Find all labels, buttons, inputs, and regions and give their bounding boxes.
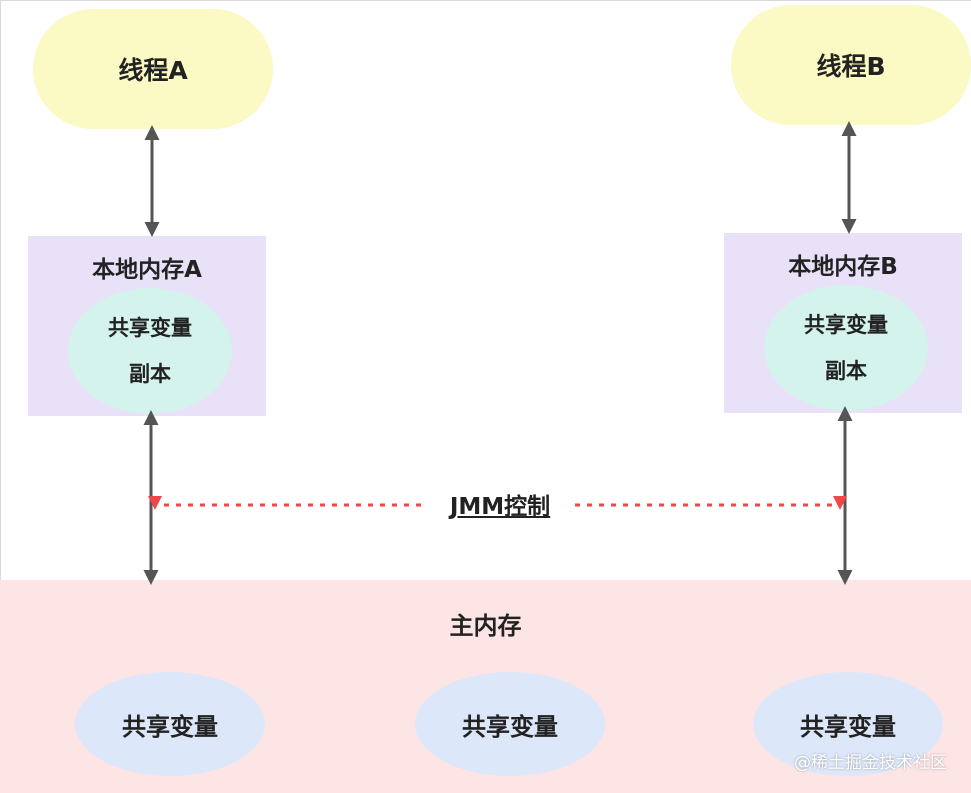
shared-variable-copy-b: 共享变量 副本 bbox=[764, 285, 928, 411]
shared-variable-2: 共享变量 bbox=[415, 672, 605, 776]
thread-a: 线程A bbox=[33, 9, 273, 129]
local-memory-a: 本地内存A 共享变量 副本 bbox=[28, 236, 266, 416]
thread-b: 线程B bbox=[731, 5, 971, 125]
copy-a-line1: 共享变量 bbox=[108, 316, 192, 340]
copy-a-line2: 副本 bbox=[129, 362, 171, 386]
jmm-control-label: JMM控制 bbox=[449, 494, 551, 520]
frame-left-border bbox=[0, 0, 1, 580]
main-memory: 主内存 共享变量 共享变量 共享变量 bbox=[0, 580, 971, 793]
main-memory-title: 主内存 bbox=[449, 612, 522, 640]
shared-variable-copy-a: 共享变量 副本 bbox=[68, 288, 232, 414]
shared-variable-3: 共享变量 bbox=[753, 672, 943, 776]
local-memory-b-title: 本地内存B bbox=[788, 254, 898, 280]
jmm-marker-left bbox=[148, 496, 162, 510]
local-memory-b: 本地内存B 共享变量 副本 bbox=[724, 233, 962, 413]
frame-top-border bbox=[0, 0, 971, 1]
watermark: @稀土掘金技术社区 bbox=[794, 753, 947, 773]
copy-b-line1: 共享变量 bbox=[804, 313, 888, 337]
jmm-marker-right bbox=[833, 496, 847, 510]
shared-variable-1: 共享变量 bbox=[75, 672, 265, 776]
copy-b-line2: 副本 bbox=[825, 359, 867, 383]
local-memory-a-title: 本地内存A bbox=[92, 257, 202, 283]
